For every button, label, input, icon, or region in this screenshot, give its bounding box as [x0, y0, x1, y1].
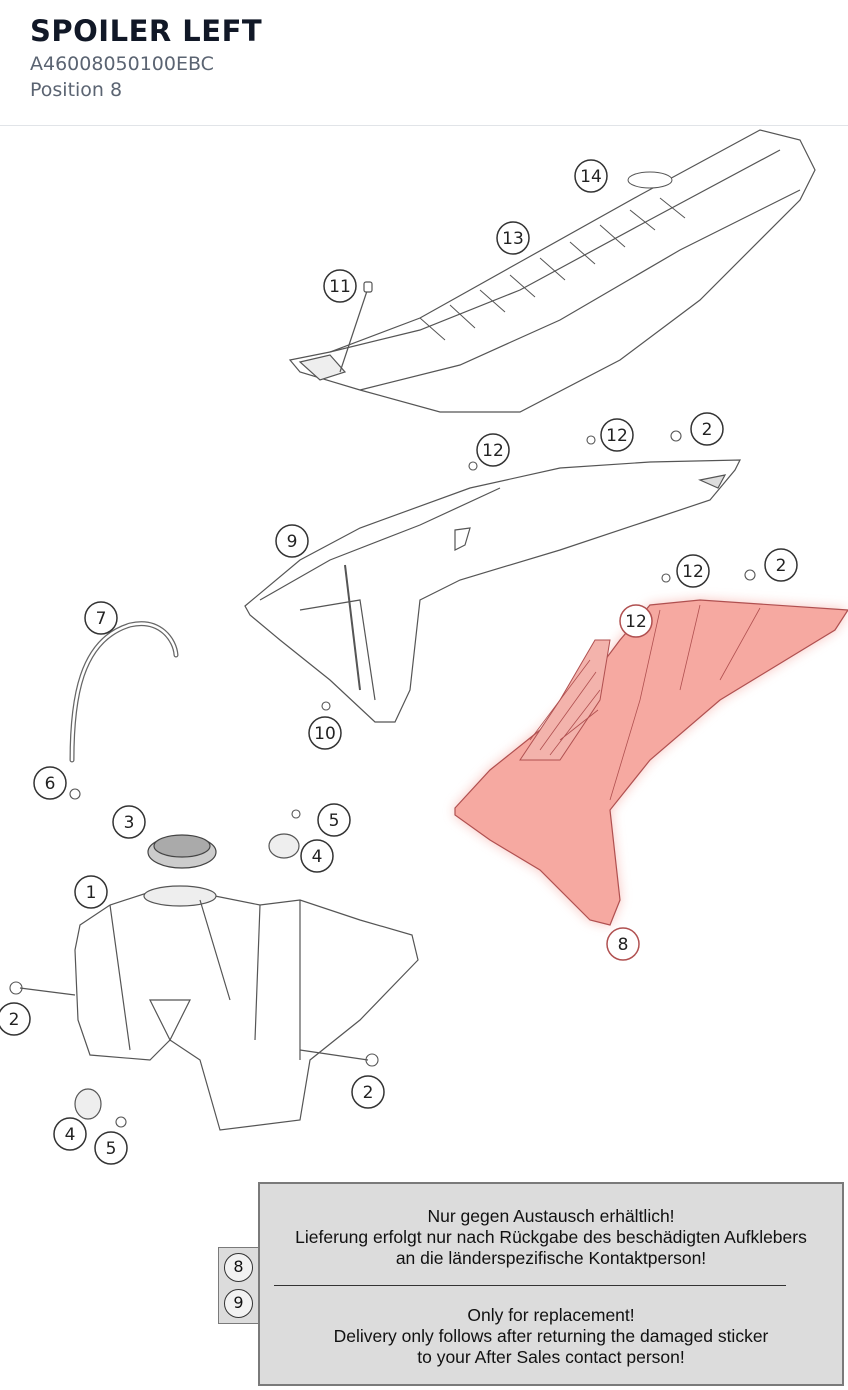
note-en-line-3: to your After Sales contact person! — [417, 1347, 685, 1367]
callout-14: 14 — [580, 167, 602, 187]
callout-12: 12 — [482, 441, 504, 461]
callout-12-highlighted: 12 — [625, 612, 647, 632]
callout-10: 10 — [314, 724, 336, 744]
part-position: Position 8 — [30, 79, 123, 101]
seat-badge-part[interactable] — [627, 171, 673, 189]
exploded-parts-diagram: 14 13 11 12 12 2 9 12 2 12 7 10 8 6 3 5 … — [0, 129, 848, 1165]
callout-3: 3 — [124, 813, 135, 833]
callout-2: 2 — [776, 556, 787, 576]
seat-part[interactable] — [288, 129, 816, 413]
part-header: SPOILER LEFT A46008050100EBC Position 8 — [0, 0, 848, 126]
callout-8-highlighted: 8 — [618, 935, 629, 955]
seat-screw-part[interactable] — [339, 281, 373, 373]
callout-9: 9 — [287, 532, 298, 552]
callout-labels — [0, 159, 798, 1165]
callout-12: 12 — [606, 426, 628, 446]
note-item-tab: 8 9 — [218, 1247, 260, 1324]
callout-13: 13 — [502, 229, 524, 249]
callout-7: 7 — [96, 609, 107, 629]
rubber-damper-part[interactable] — [268, 833, 300, 859]
side-cover-right-part[interactable] — [244, 459, 741, 723]
note-en-line-1: Only for replacement! — [467, 1305, 635, 1325]
note-divider — [274, 1285, 786, 1286]
note-de-line-2: Lieferung erfolgt nur nach Rückgabe des … — [295, 1227, 807, 1247]
note-en-line-2: Delivery only follows after returning th… — [333, 1326, 769, 1346]
callout-1: 1 — [86, 883, 97, 903]
rubber-damper-lower-part[interactable] — [74, 1088, 102, 1120]
callout-5: 5 — [106, 1139, 117, 1159]
callout-12: 12 — [682, 562, 704, 582]
tank-cap-part[interactable] — [147, 834, 217, 869]
note-de-line-1: Nur gegen Austausch erhältlich! — [427, 1206, 675, 1226]
callout-2: 2 — [363, 1083, 374, 1103]
spoiler-left-highlighted-part[interactable] — [454, 599, 848, 926]
part-title: SPOILER LEFT — [30, 14, 263, 48]
callout-5: 5 — [329, 811, 340, 831]
replacement-note: Nur gegen Austausch erhältlich! Lieferun… — [258, 1182, 844, 1386]
callout-2: 2 — [702, 420, 713, 440]
note-de-line-3: an die länderspezifische Kontaktperson! — [395, 1248, 707, 1268]
callout-11: 11 — [329, 277, 351, 297]
fuel-tank-part[interactable] — [19, 885, 419, 1131]
note-item-8: 8 — [224, 1253, 253, 1282]
callout-6: 6 — [45, 774, 56, 794]
note-item-9: 9 — [224, 1289, 253, 1318]
callout-2: 2 — [9, 1010, 20, 1030]
callout-4: 4 — [312, 847, 323, 867]
part-number: A46008050100EBC — [30, 53, 214, 75]
fuel-hose-part[interactable] — [69, 621, 179, 763]
callout-4: 4 — [65, 1125, 76, 1145]
